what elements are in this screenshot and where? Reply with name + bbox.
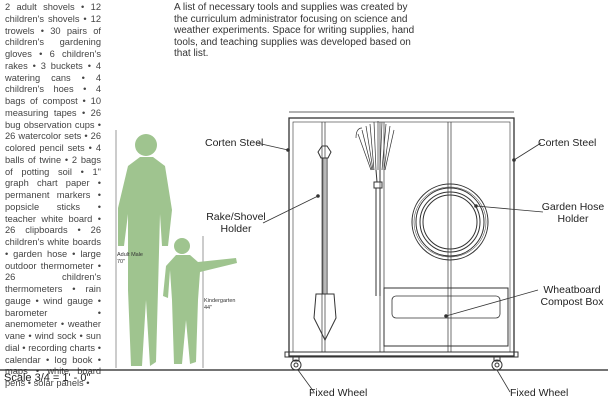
- label-corten-steel-right: Corten Steel: [538, 137, 597, 149]
- rake: [355, 121, 395, 296]
- label-compost-line2: Compost Box: [540, 296, 604, 308]
- label-rake-shovel-line2: Holder: [220, 223, 252, 235]
- wheel-right: [491, 356, 503, 371]
- scale-note: Scale 3/4 = 1' - 0": [4, 372, 91, 384]
- shovel: [313, 145, 337, 342]
- intro-text: A list of necessary tools and supplies w…: [174, 2, 415, 60]
- child-figure: [163, 238, 237, 364]
- child-height-line1: Kindergarten: [204, 298, 236, 304]
- label-garden-hose-holder: Garden Hose Holder: [538, 201, 608, 225]
- label-garden-hose-line1: Garden Hose: [541, 201, 605, 213]
- label-compost-box: Wheatboard Compost Box: [536, 284, 608, 308]
- child-height-line2: 44": [204, 304, 213, 311]
- garden-hose: [411, 183, 489, 261]
- adult-figure: [118, 134, 172, 366]
- label-garden-hose-line2: Holder: [557, 213, 589, 225]
- tools-list: 2 adult shovels • 12 children's shovels …: [5, 2, 101, 388]
- child-height-label: Kindergarten 44": [204, 298, 236, 311]
- label-fixed-wheel-left: Fixed Wheel: [309, 387, 368, 399]
- label-corten-steel-left: Corten Steel: [205, 137, 264, 149]
- label-compost-line1: Wheatboard: [543, 284, 601, 296]
- leader-lines: [256, 142, 544, 393]
- cabinet: [284, 111, 519, 358]
- wheel-left: [290, 356, 302, 371]
- adult-height-line2: 70": [117, 258, 126, 265]
- label-rake-shovel-line1: Rake/Shovel: [206, 211, 266, 223]
- label-fixed-wheel-right: Fixed Wheel: [510, 387, 569, 399]
- adult-height-label: Adult Male 70": [117, 252, 143, 265]
- compost-box: [383, 287, 509, 347]
- adult-height-line1: Adult Male: [117, 252, 143, 258]
- label-rake-shovel-holder: Rake/Shovel Holder: [203, 211, 269, 235]
